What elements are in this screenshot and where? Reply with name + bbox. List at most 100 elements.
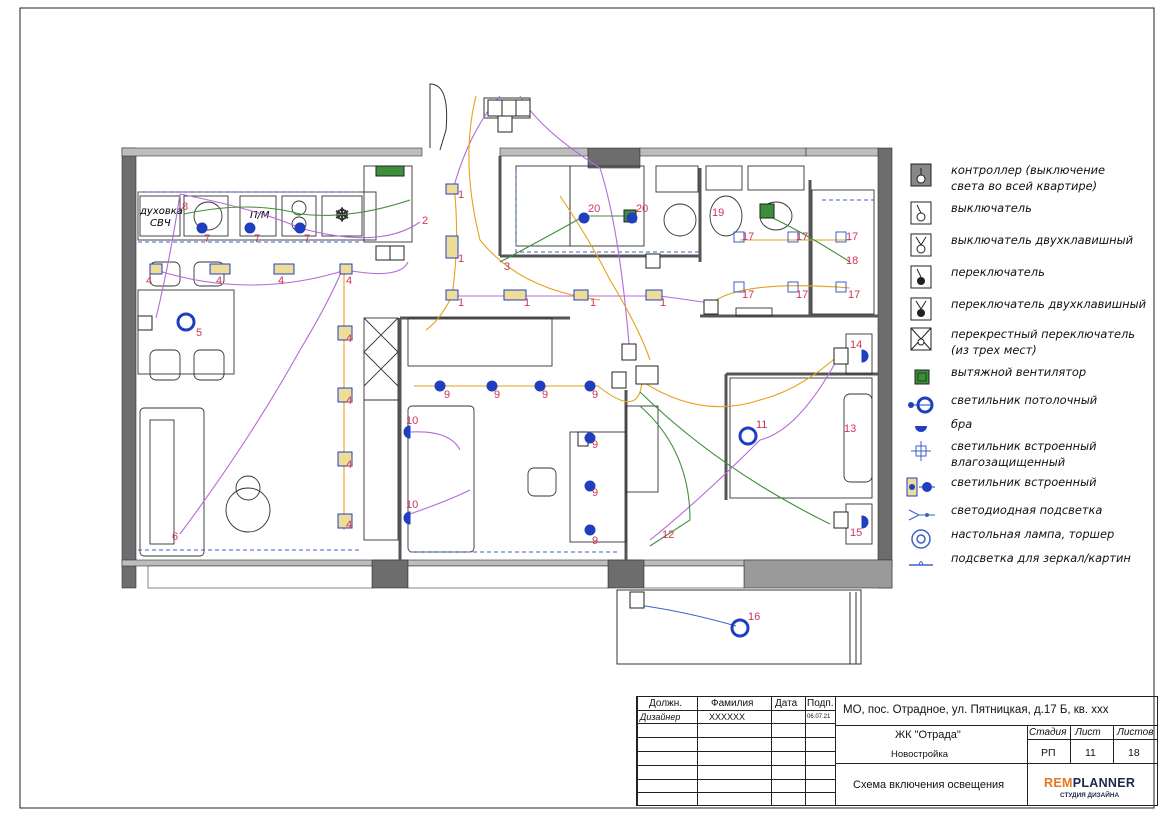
switch (137, 315, 153, 331)
ceiling-light-icon (908, 396, 934, 414)
legend-label: подсветка для зеркал/картин (951, 551, 1131, 565)
legend-label: контроллер (выключение света во всей ква… (951, 163, 1106, 193)
floor-lamp-icon (911, 529, 931, 549)
exhaust-fan-icon (914, 369, 930, 385)
svg-text:1: 1 (458, 189, 464, 201)
mirror-light-icon (909, 561, 933, 566)
switch-icon (910, 201, 932, 225)
sheet-frame (19, 7, 1155, 809)
switch (833, 511, 849, 529)
recessed-light-icon (906, 477, 935, 497)
legend-item: светильник потолочный (905, 392, 1160, 418)
project-address: МО, пос. Отрадное, ул. Пятницкая, д.17 Б… (843, 704, 1109, 716)
legend-label: бра (951, 417, 973, 431)
svg-text:3: 3 (504, 261, 510, 273)
svg-text:4: 4 (278, 275, 284, 287)
legend-item: переключатель (905, 264, 1160, 290)
double-toggle-switch-icon (910, 297, 932, 321)
svg-text:20: 20 (588, 203, 600, 215)
svg-text:9: 9 (494, 389, 500, 401)
svg-text:17: 17 (848, 289, 860, 301)
residential-complex: ЖК "Отрада" (895, 729, 961, 741)
svg-text:7: 7 (204, 233, 210, 245)
svg-text:9: 9 (592, 439, 598, 451)
legend-item: светодиодная подсветка (905, 502, 1160, 528)
stage-value: РП (1041, 747, 1056, 759)
partitions (398, 156, 878, 560)
toggle-switch-icon (910, 265, 932, 289)
legend-item: выключатель (905, 200, 1160, 226)
svg-text:1: 1 (660, 297, 666, 309)
sheets-value: 18 (1128, 747, 1140, 759)
svg-text:17: 17 (796, 231, 808, 243)
double-switch-icon (910, 233, 932, 257)
switch (375, 245, 391, 261)
waterproof-downlights (733, 231, 847, 293)
balcony (616, 589, 862, 665)
legend-label: настольная лампа, торшер (951, 527, 1115, 541)
svg-text:9: 9 (542, 389, 548, 401)
legend-item: контроллер (выключение света во всей ква… (905, 162, 1160, 194)
legend-item: подсветка для зеркал/картин (905, 550, 1160, 576)
brand-subtitle: СТУДИЯ ДИЗАЙНА (1060, 792, 1120, 799)
switch (629, 591, 645, 609)
svg-text:17: 17 (846, 231, 858, 243)
kitchen-counter: ❄ (137, 165, 413, 557)
cross-switch-icon (910, 327, 932, 351)
svg-text:4: 4 (346, 395, 352, 407)
surname-header: Фамилия (711, 698, 754, 709)
bedroom-furniture (729, 333, 873, 545)
legend-item: светильник встроенный (905, 474, 1160, 500)
switch (501, 99, 517, 117)
legend-item: настольная лампа, торшер (905, 526, 1160, 552)
master-controller-icon (910, 163, 932, 187)
svg-text:1: 1 (590, 297, 596, 309)
position-header: Должн. (649, 698, 683, 709)
bathroom-fixtures (705, 165, 875, 317)
sconce-icon (915, 426, 927, 432)
title-block: Должн. Фамилия Дата Подп. Дизайнер XXXXX… (636, 696, 1158, 806)
building-type: Новостройка (891, 749, 948, 760)
svg-text:9: 9 (592, 487, 598, 499)
svg-text:4: 4 (346, 333, 352, 345)
waterproof-downlight-icon (911, 441, 931, 461)
sheet-label: Лист (1075, 727, 1101, 738)
brand-logo: REMPLANNER (1044, 776, 1136, 790)
svg-text:1: 1 (524, 297, 530, 309)
led-strips (138, 172, 874, 553)
sheets-label: Листов (1117, 727, 1154, 738)
oven-label: духовка (139, 206, 183, 217)
sheet-title: Схема включения освещения (853, 779, 1005, 791)
legend-item: бра (905, 416, 1160, 442)
svg-text:18: 18 (846, 255, 858, 267)
svg-text:4: 4 (146, 275, 152, 287)
block-lights (149, 183, 663, 529)
master-controller (497, 115, 513, 133)
svg-text:9: 9 (592, 535, 598, 547)
legend-label: светильник потолочный (951, 393, 1098, 407)
svg-text:17: 17 (742, 231, 754, 243)
cross-switch (635, 365, 659, 385)
date-header: Дата (775, 698, 798, 709)
hall-furniture (363, 165, 699, 541)
svg-text:4: 4 (346, 459, 352, 471)
walls (121, 147, 893, 589)
designer-surname: XXXXXX (709, 712, 746, 722)
switch (703, 299, 719, 315)
legend-item: выключатель двухклавишный (905, 232, 1160, 258)
legend-label: переключатель (951, 265, 1045, 279)
led-strip-icon (908, 509, 935, 521)
switches (137, 99, 849, 609)
svg-text:13: 13 (844, 423, 856, 435)
sheet-value: 11 (1085, 747, 1096, 759)
svg-text:5: 5 (196, 327, 202, 339)
svg-text:6: 6 (172, 531, 178, 543)
svg-text:10: 10 (406, 499, 418, 511)
svg-text:7: 7 (254, 233, 260, 245)
legend-label: светильник встроенный влагозащищенный (951, 439, 1097, 469)
microwave-label: СВЧ (150, 218, 171, 229)
svg-text:11: 11 (756, 419, 767, 431)
